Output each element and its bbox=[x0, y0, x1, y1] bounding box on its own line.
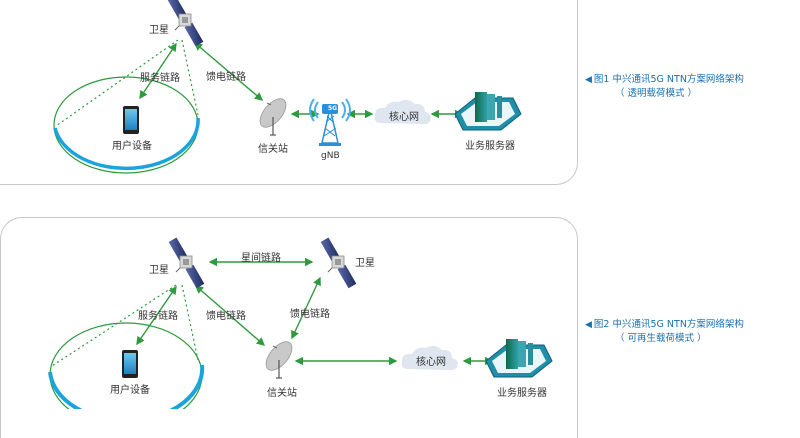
caption-marker-icon: ◀ bbox=[585, 75, 592, 85]
beam-dotted-right-2 bbox=[181, 284, 199, 361]
user-equipment-icon bbox=[123, 106, 139, 134]
gateway-dish-icon bbox=[254, 93, 292, 136]
coverage-beam-edge-2 bbox=[48, 364, 205, 409]
user-equipment-icon-2 bbox=[122, 350, 138, 378]
feeder-link-right-label: 馈电链路 bbox=[290, 309, 330, 320]
core-network-label: 核心网 bbox=[389, 112, 419, 123]
service-link-label-2: 服务链路 bbox=[138, 311, 178, 322]
app-server-icon bbox=[454, 91, 522, 131]
beam-dotted-right-1 bbox=[181, 39, 199, 116]
feeder-link-label: 馈电链路 bbox=[206, 72, 246, 83]
service-link-label: 服务链路 bbox=[140, 73, 180, 84]
feeder-link-arrow-right-2 bbox=[291, 276, 321, 340]
satellite-icon bbox=[167, 0, 204, 47]
feeder-link-left-label: 馈电链路 bbox=[206, 311, 246, 322]
app-server-label-2: 业务服务器 bbox=[497, 388, 547, 399]
gateway-label: 信关站 bbox=[258, 144, 288, 155]
satellite-icon-right bbox=[320, 236, 357, 289]
service-link-arrow-1 bbox=[139, 42, 177, 100]
figure2-diagram bbox=[48, 236, 553, 409]
figure2-caption: ◀图2 中兴通讯5G NTN方案网络架构 （ 可再生载荷模式 ） bbox=[585, 318, 744, 346]
satellite-label: 卫星 bbox=[149, 25, 169, 36]
beam-dotted-left-2 bbox=[51, 284, 177, 367]
service-link-arrow-2 bbox=[136, 285, 177, 346]
core-network-label-2: 核心网 bbox=[416, 357, 446, 368]
gateway-dish-icon-2 bbox=[260, 336, 298, 379]
figure1-caption: ◀图1 中兴通讯5G NTN方案网络架构 （ 透明载荷模式 ） bbox=[585, 73, 744, 101]
feeder-link-arrow-left-2 bbox=[194, 285, 266, 346]
gnb-5g-badge: 5G bbox=[328, 105, 338, 112]
app-server-label: 业务服务器 bbox=[465, 141, 515, 152]
inter-satellite-link-label: 星间链路 bbox=[241, 253, 281, 264]
satellite-right-label: 卫星 bbox=[355, 258, 375, 269]
user-equipment-label-2: 用户设备 bbox=[110, 385, 150, 396]
gateway-label-2: 信关站 bbox=[267, 388, 297, 399]
feeder-link-arrow-1 bbox=[193, 42, 264, 101]
satellite-left-label: 卫星 bbox=[149, 265, 169, 276]
figure1-caption-subtitle: （ 透明载荷模式 ） bbox=[615, 88, 698, 99]
user-equipment-label: 用户设备 bbox=[112, 141, 152, 152]
figure2-caption-subtitle: （ 可再生载荷模式 ） bbox=[615, 333, 707, 344]
app-server-icon-2 bbox=[485, 338, 553, 378]
figure1-diagram bbox=[53, 0, 522, 174]
caption-marker-icon-2: ◀ bbox=[585, 320, 592, 330]
coverage-beam-edge-1 bbox=[53, 117, 200, 171]
gnb-label: gNB bbox=[321, 151, 340, 161]
figure2-caption-title: 图2 中兴通讯5G NTN方案网络架构 bbox=[593, 319, 744, 330]
satellite-icon-left bbox=[168, 236, 205, 289]
figure1-caption-title: 图1 中兴通讯5G NTN方案网络架构 bbox=[593, 74, 744, 85]
diagram-canvas bbox=[48, 0, 553, 409]
